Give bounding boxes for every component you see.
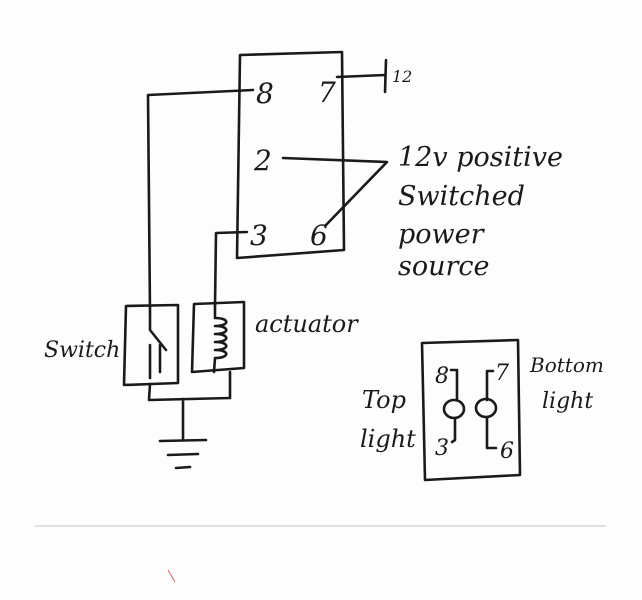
power-note-line2: Switched bbox=[398, 181, 525, 212]
light-pin-3: 3 bbox=[435, 436, 449, 461]
top-light-bulb-icon bbox=[442, 398, 466, 420]
light-pin-8: 8 bbox=[435, 364, 449, 389]
relay-pin-6: 6 bbox=[310, 219, 328, 252]
wire-pin8-switch bbox=[146, 88, 255, 314]
stray-mark bbox=[167, 569, 176, 583]
switch-box bbox=[122, 303, 180, 387]
lights-box bbox=[420, 338, 522, 482]
bottom-light-label-2: light bbox=[542, 389, 593, 414]
pin7-voltage-label: 12 bbox=[392, 67, 412, 86]
top-light-label-2: light bbox=[360, 425, 416, 453]
light-pin-7: 7 bbox=[495, 361, 509, 386]
bottom-light-bulb-icon bbox=[474, 397, 498, 419]
wire-pin7 bbox=[335, 58, 388, 94]
relay-pin-3: 3 bbox=[250, 219, 268, 252]
bottom-light-label-1: Bottom bbox=[529, 353, 604, 377]
bottom-light-filament bbox=[485, 369, 498, 450]
ground-wire bbox=[147, 370, 232, 442]
light-pin-6: 6 bbox=[500, 439, 514, 464]
actuator-label: actuator bbox=[255, 310, 359, 338]
relay-pin-2: 2 bbox=[253, 144, 272, 177]
relay-box bbox=[235, 50, 346, 260]
relay-pin-8: 8 bbox=[256, 77, 274, 110]
switch-contact-icon bbox=[148, 310, 168, 380]
wire-pin2-power bbox=[281, 156, 389, 227]
ground-icon bbox=[158, 438, 208, 470]
top-light-filament bbox=[449, 368, 459, 444]
power-note-line4: source bbox=[398, 251, 490, 282]
wire-pin3-actuator bbox=[213, 230, 249, 308]
top-light-label-1: Top bbox=[362, 386, 406, 414]
power-note-line3: power bbox=[398, 219, 486, 250]
switch-label: Switch bbox=[44, 338, 120, 363]
coil-icon bbox=[212, 304, 228, 374]
actuator-box bbox=[190, 300, 246, 374]
power-note-line1: 12v positive bbox=[398, 142, 563, 173]
relay-pin-7: 7 bbox=[318, 76, 336, 109]
